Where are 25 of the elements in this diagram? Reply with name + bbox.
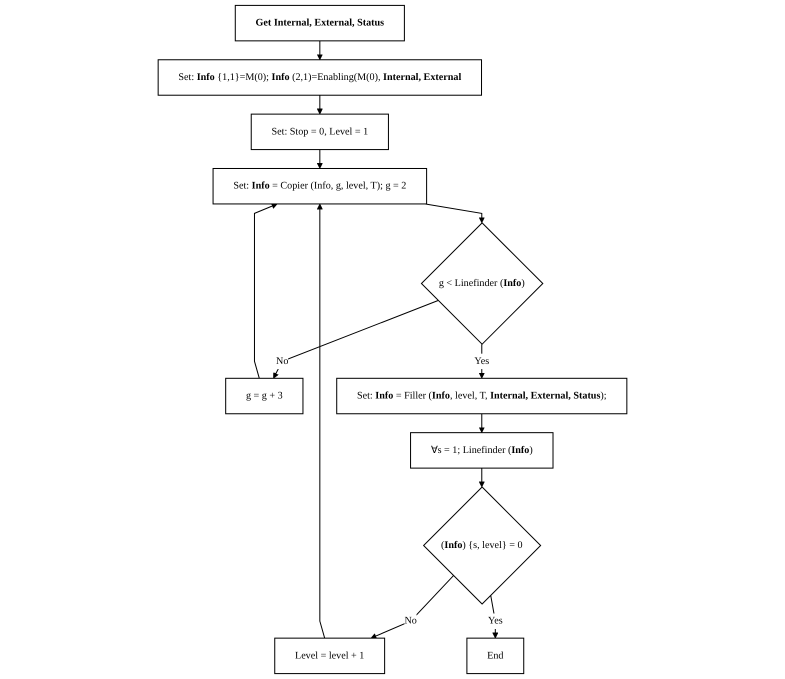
arrow [370,575,454,639]
node-box: Level = level + 1 [274,638,386,674]
edge-label: Yes [474,356,490,366]
edge-label: Yes [488,616,503,626]
node-box: Set: Stop = 0, Level = 1 [250,114,389,150]
node-box: ∀s = 1; Linefinder (Info) [410,432,554,469]
node-box: End [466,638,524,674]
node-box: Set: Info {1,1}=M(0); Info (2,1)=Enabling(M(0), Internal, External [158,59,482,96]
arrow [316,204,326,638]
edge-label: No [404,616,417,626]
node-box: Set: Info = Filler (Info, level, T, Internal, External, Status); [336,378,628,414]
node-diamond: g < Linefinder (Info) [420,222,544,345]
edge-label: No [276,356,288,366]
arrow [478,468,485,488]
arrow [316,95,323,114]
node-box: g = g + 3 [225,378,304,414]
arrow [478,414,485,433]
node-box: Set: Info = Copier (Info, g, level, T); g = 2 [212,168,428,204]
arrow [254,203,278,378]
node-box: Get Internal, External, Status [234,4,405,42]
arrow [273,300,438,379]
arrow [316,150,323,169]
node-diamond: (Info) {s, level} = 0 [422,486,542,605]
arrow [316,40,323,60]
arrow [425,203,485,224]
